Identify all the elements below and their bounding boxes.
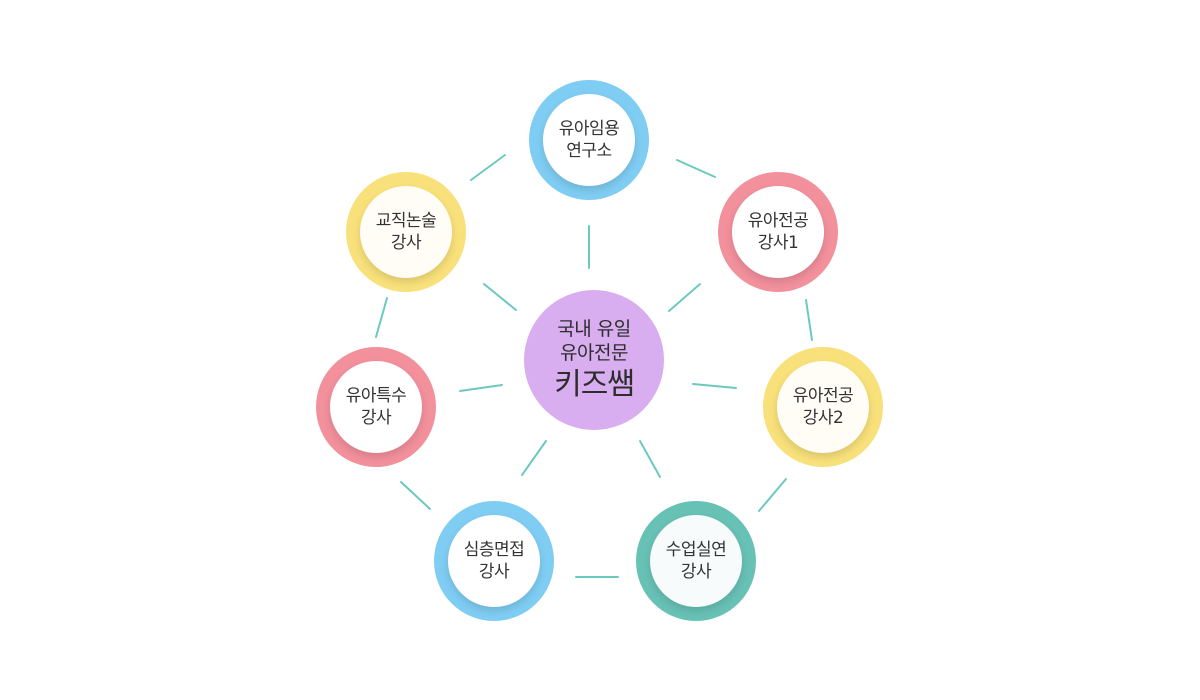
node-bottom-right-line-2: 강사 xyxy=(680,562,712,582)
connector-center-bottom-right xyxy=(639,440,661,478)
node-right-inner: 유아전공 강사2 xyxy=(777,361,869,453)
node-left-line-2: 강사 xyxy=(360,408,392,428)
connector-center-right-top xyxy=(668,283,701,312)
node-right-top-line-2: 강사1 xyxy=(757,233,799,253)
connector-center-left xyxy=(459,384,503,392)
node-top-line-1: 유아임용 xyxy=(558,119,620,139)
node-right-line-2: 강사2 xyxy=(802,408,844,428)
connector-right-top-right xyxy=(805,299,813,341)
node-left-inner: 유아특수 강사 xyxy=(330,361,422,453)
node-left-top-inner: 교직논술 강사 xyxy=(360,186,452,278)
connector-left-left-top xyxy=(375,297,388,338)
node-bottom-left-line-1: 심층면접 xyxy=(463,540,525,560)
node-right-line-1: 유아전공 xyxy=(792,386,854,406)
connector-center-right xyxy=(692,383,737,389)
center-node: 국내 유일 유아전문 키즈쌤 xyxy=(524,290,664,430)
connector-bottom-left-left xyxy=(400,481,431,510)
node-right-top-line-1: 유아전공 xyxy=(747,211,809,231)
connector-left-top-top xyxy=(470,154,506,181)
node-bottom-left-line-2: 강사 xyxy=(478,562,510,582)
node-top: 유아임용 연구소 xyxy=(529,80,649,200)
center-title: 키즈쌤 xyxy=(554,367,635,402)
center-line-2: 유아전문 xyxy=(560,342,628,364)
node-bottom-right-inner: 수업실연 강사 xyxy=(650,515,742,607)
node-bottom-right: 수업실연 강사 xyxy=(636,501,756,621)
node-bottom-left: 심층면접 강사 xyxy=(434,501,554,621)
node-left-top-line-2: 강사 xyxy=(390,233,422,253)
node-bottom-left-inner: 심층면접 강사 xyxy=(448,515,540,607)
node-right: 유아전공 강사2 xyxy=(763,347,883,467)
connector-right-bottom-right xyxy=(758,478,787,512)
node-top-line-2: 연구소 xyxy=(566,141,612,161)
connector-center-left-top xyxy=(483,283,517,311)
center-line-1: 국내 유일 xyxy=(557,318,631,340)
node-left-top: 교직논술 강사 xyxy=(346,172,466,292)
connector-center-bottom-left xyxy=(521,440,547,476)
node-right-top-inner: 유아전공 강사1 xyxy=(732,186,824,278)
node-bottom-right-line-1: 수업실연 xyxy=(665,540,727,560)
node-top-inner: 유아임용 연구소 xyxy=(543,94,635,186)
node-left-line-1: 유아특수 xyxy=(345,386,407,406)
node-right-top: 유아전공 강사1 xyxy=(718,172,838,292)
connector-top-right-top xyxy=(676,159,716,178)
node-left-top-line-1: 교직논술 xyxy=(375,211,437,231)
node-left: 유아특수 강사 xyxy=(316,347,436,467)
